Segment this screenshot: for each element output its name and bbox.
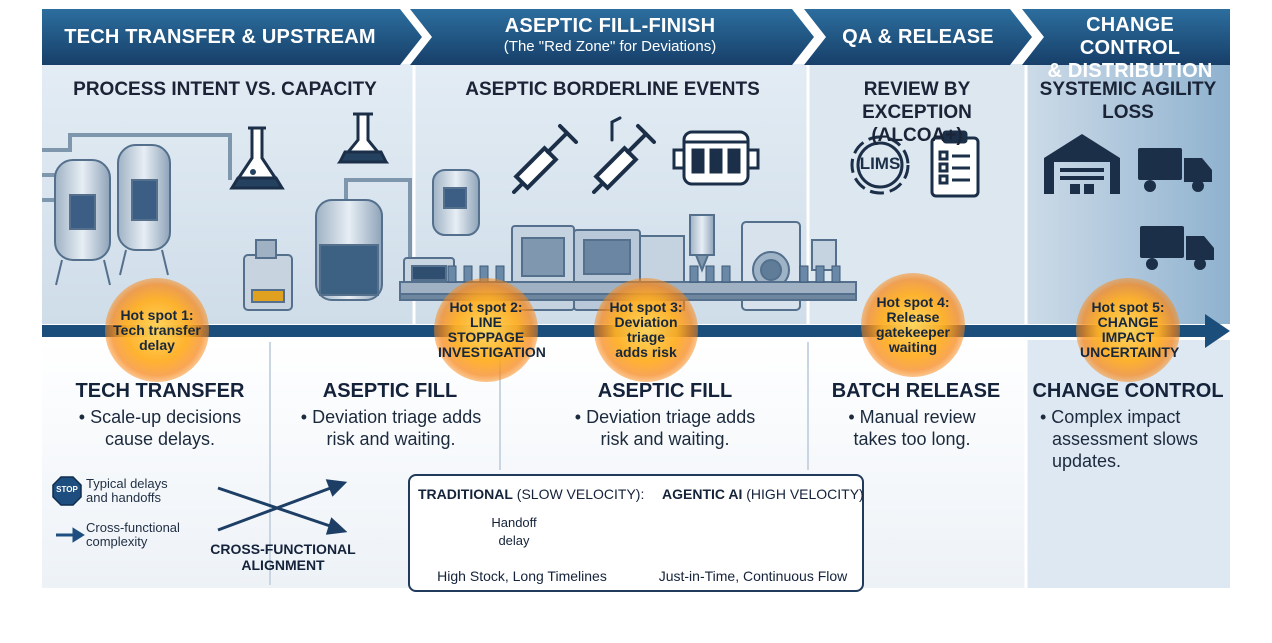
header-chevron-1 (42, 9, 422, 65)
header-phase-2: ASEPTIC FILL-FINISH (The "Red Zone" for … (503, 15, 717, 55)
comparison-stop-label: STOP (429, 531, 465, 546)
syringe-vial-icon (592, 116, 656, 194)
header-phase-1: TECH TRANSFER & UPSTREAM (64, 26, 376, 48)
syringe-icon (512, 124, 578, 194)
flask-icon (229, 112, 390, 190)
agentic-caption: Just-in-Time, Continuous Flow (658, 568, 848, 584)
section-title-4: SYSTEMIC AGILITY LOSS (1039, 79, 1217, 123)
warehouse-icon (1044, 134, 1120, 194)
stage-title-tech-transfer: TECH TRANSFER (75, 380, 245, 402)
vial-tray-icon (672, 130, 760, 186)
stage-title-change-control: CHANGE CONTROL (1032, 380, 1224, 402)
traditional-heading: TRADITIONAL (SLOW VELOCITY): (418, 486, 645, 502)
delivery-truck-icon-2 (1140, 226, 1214, 270)
header-phase-4: CHANGE CONTROL & DISTRIBUTION (1047, 14, 1213, 82)
cross-arrows-icon (217, 479, 348, 535)
header-chevron-2 (410, 9, 814, 65)
delivery-truck-icon (1138, 148, 1212, 192)
stage-title-aseptic-fill-1: ASEPTIC FILL (322, 380, 458, 402)
vial-row (447, 265, 841, 283)
header-chevron-3 (804, 9, 1032, 65)
velocity-comparison-box (408, 474, 864, 592)
section-title-1: PROCESS INTENT VS. CAPACITY (73, 79, 377, 100)
section-title-3: REVIEW BY EXCEPTION (ALCOA+) (862, 79, 972, 146)
header-phase-3: QA & RELEASE (842, 26, 994, 48)
stage-desc-change-control: • Complex impact assessment slows update… (1040, 407, 1199, 471)
clipboard-checklist-icon (930, 130, 980, 198)
legend-stop-label: STOP (56, 485, 78, 494)
section-title-2: ASEPTIC BORDERLINE EVENTS (465, 79, 760, 100)
agentic-heading: AGENTIC AI (HIGH VELOCITY) (662, 486, 864, 502)
traditional-caption: High Stock, Long Timelines (437, 568, 607, 584)
stop-sign-icon (52, 476, 82, 506)
lims-icon (850, 135, 910, 195)
upstream-equipment-illustration (42, 133, 293, 311)
header-chevron-4 (1022, 9, 1230, 65)
arrow-right-icon (56, 527, 85, 543)
stage-title-aseptic-fill-2: ASEPTIC FILL (597, 380, 733, 402)
lims-label: LIMS (859, 154, 901, 173)
stage-title-batch-release: BATCH RELEASE (831, 380, 1001, 402)
